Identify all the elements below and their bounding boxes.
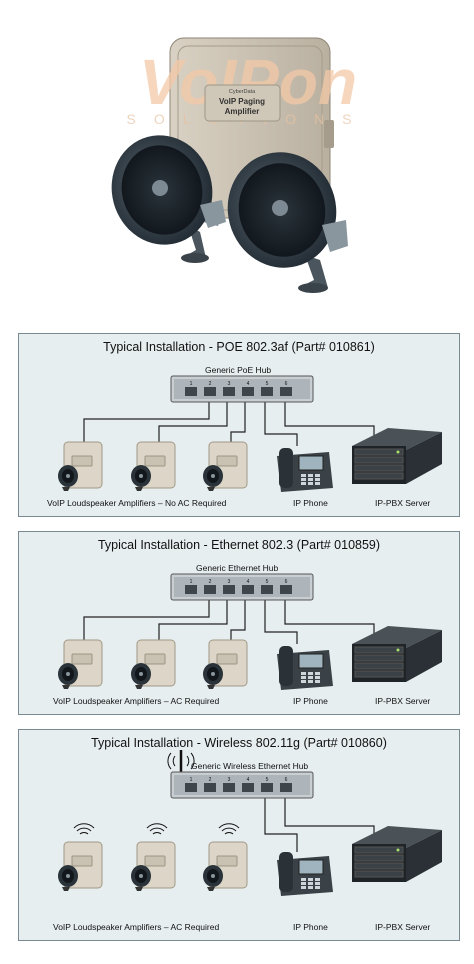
panel-title: Typical Installation - Wireless 802.11g … xyxy=(91,736,387,750)
installation-panel-ethernet: Typical Installation - Ethernet 802.3 (P… xyxy=(18,531,460,715)
network-hub: 1 2 3 4 5 6 xyxy=(170,573,314,601)
port-number: 2 xyxy=(209,579,212,585)
amplifier-unit xyxy=(131,841,176,891)
amplifier-unit xyxy=(203,841,248,891)
loudspeaker-right xyxy=(227,152,348,293)
amplifier-unit xyxy=(203,639,248,689)
phone-caption: IP Phone xyxy=(293,922,328,932)
amplifier-unit xyxy=(58,639,103,689)
hub-port xyxy=(242,585,254,594)
hub-port xyxy=(261,585,273,594)
server-caption: IP-PBX Server xyxy=(375,922,431,932)
panel-title: Typical Installation - Ethernet 802.3 (P… xyxy=(97,538,381,552)
wireless-signal-icon xyxy=(73,823,95,835)
hub-port xyxy=(204,783,216,792)
loudspeaker-left xyxy=(111,135,226,263)
hub-port xyxy=(242,783,254,792)
port-number: 6 xyxy=(285,579,288,585)
hub-port xyxy=(185,783,197,792)
server-caption: IP-PBX Server xyxy=(375,498,431,508)
phone-caption: IP Phone xyxy=(293,696,328,706)
panel-title: Typical Installation - POE 802.3af (Part… xyxy=(103,340,375,354)
amplifier-unit xyxy=(131,639,176,689)
amplifier-unit xyxy=(203,441,248,491)
svg-text:VoIP Paging: VoIP Paging xyxy=(219,97,265,106)
svg-text:CyberData: CyberData xyxy=(229,89,256,95)
pbx-server xyxy=(352,826,442,882)
port-number: 4 xyxy=(247,579,250,585)
amplifier-unit xyxy=(131,441,176,491)
hub-port xyxy=(280,783,292,792)
port-number: 2 xyxy=(209,777,212,783)
hub-port xyxy=(185,387,197,396)
hub-label: Generic Wireless Ethernet Hub xyxy=(191,761,309,771)
hub-port xyxy=(280,387,292,396)
installation-panel-poe: Typical Installation - POE 802.3af (Part… xyxy=(18,333,460,517)
product-hero-image: VoIPon SOLUTIONS CyberData VoIP Paging A… xyxy=(0,0,474,310)
amplifier-unit xyxy=(58,441,103,491)
hub-port xyxy=(223,783,235,792)
wireless-signal-icon xyxy=(146,823,168,835)
port-number: 4 xyxy=(247,777,250,783)
ip-phone xyxy=(277,448,333,492)
hub-port xyxy=(223,585,235,594)
hub-port xyxy=(204,585,216,594)
pbx-server xyxy=(352,626,442,682)
amplifier-caption: VoIP Loudspeaker Amplifiers – No AC Requ… xyxy=(47,498,227,508)
port-number: 4 xyxy=(247,381,250,387)
port-number: 6 xyxy=(285,777,288,783)
hub-port xyxy=(223,387,235,396)
hub-label: Generic Ethernet Hub xyxy=(196,563,279,573)
network-hub: 1 2 3 4 5 6 xyxy=(170,771,314,799)
hub-port xyxy=(185,585,197,594)
port-number: 1 xyxy=(190,777,193,783)
svg-text:Amplifier: Amplifier xyxy=(225,107,260,116)
phone-caption: IP Phone xyxy=(293,498,328,508)
port-number: 1 xyxy=(190,381,193,387)
port-number: 5 xyxy=(266,777,269,783)
port-number: 1 xyxy=(190,579,193,585)
server-caption: IP-PBX Server xyxy=(375,696,431,706)
installation-panel-wireless: Typical Installation - Wireless 802.11g … xyxy=(18,729,460,941)
port-number: 3 xyxy=(228,579,231,585)
amplifier-unit xyxy=(58,841,103,891)
network-hub: 1 2 3 4 5 6 xyxy=(170,375,314,403)
port-number: 3 xyxy=(228,777,231,783)
hub-label: Generic PoE Hub xyxy=(205,365,272,375)
amplifier-caption: VoIP Loudspeaker Amplifiers – AC Require… xyxy=(53,696,220,706)
ip-phone xyxy=(277,646,333,690)
antenna-icon xyxy=(167,750,195,772)
hub-port xyxy=(242,387,254,396)
hub-port xyxy=(261,783,273,792)
pbx-server xyxy=(352,428,442,484)
port-number: 2 xyxy=(209,381,212,387)
hub-port xyxy=(280,585,292,594)
wireless-signal-icon xyxy=(218,823,240,835)
hub-port xyxy=(261,387,273,396)
port-number: 5 xyxy=(266,579,269,585)
port-number: 3 xyxy=(228,381,231,387)
hub-port xyxy=(204,387,216,396)
port-number: 6 xyxy=(285,381,288,387)
port-number: 5 xyxy=(266,381,269,387)
amplifier-caption: VoIP Loudspeaker Amplifiers – AC Require… xyxy=(53,922,220,932)
ip-phone xyxy=(277,852,333,896)
